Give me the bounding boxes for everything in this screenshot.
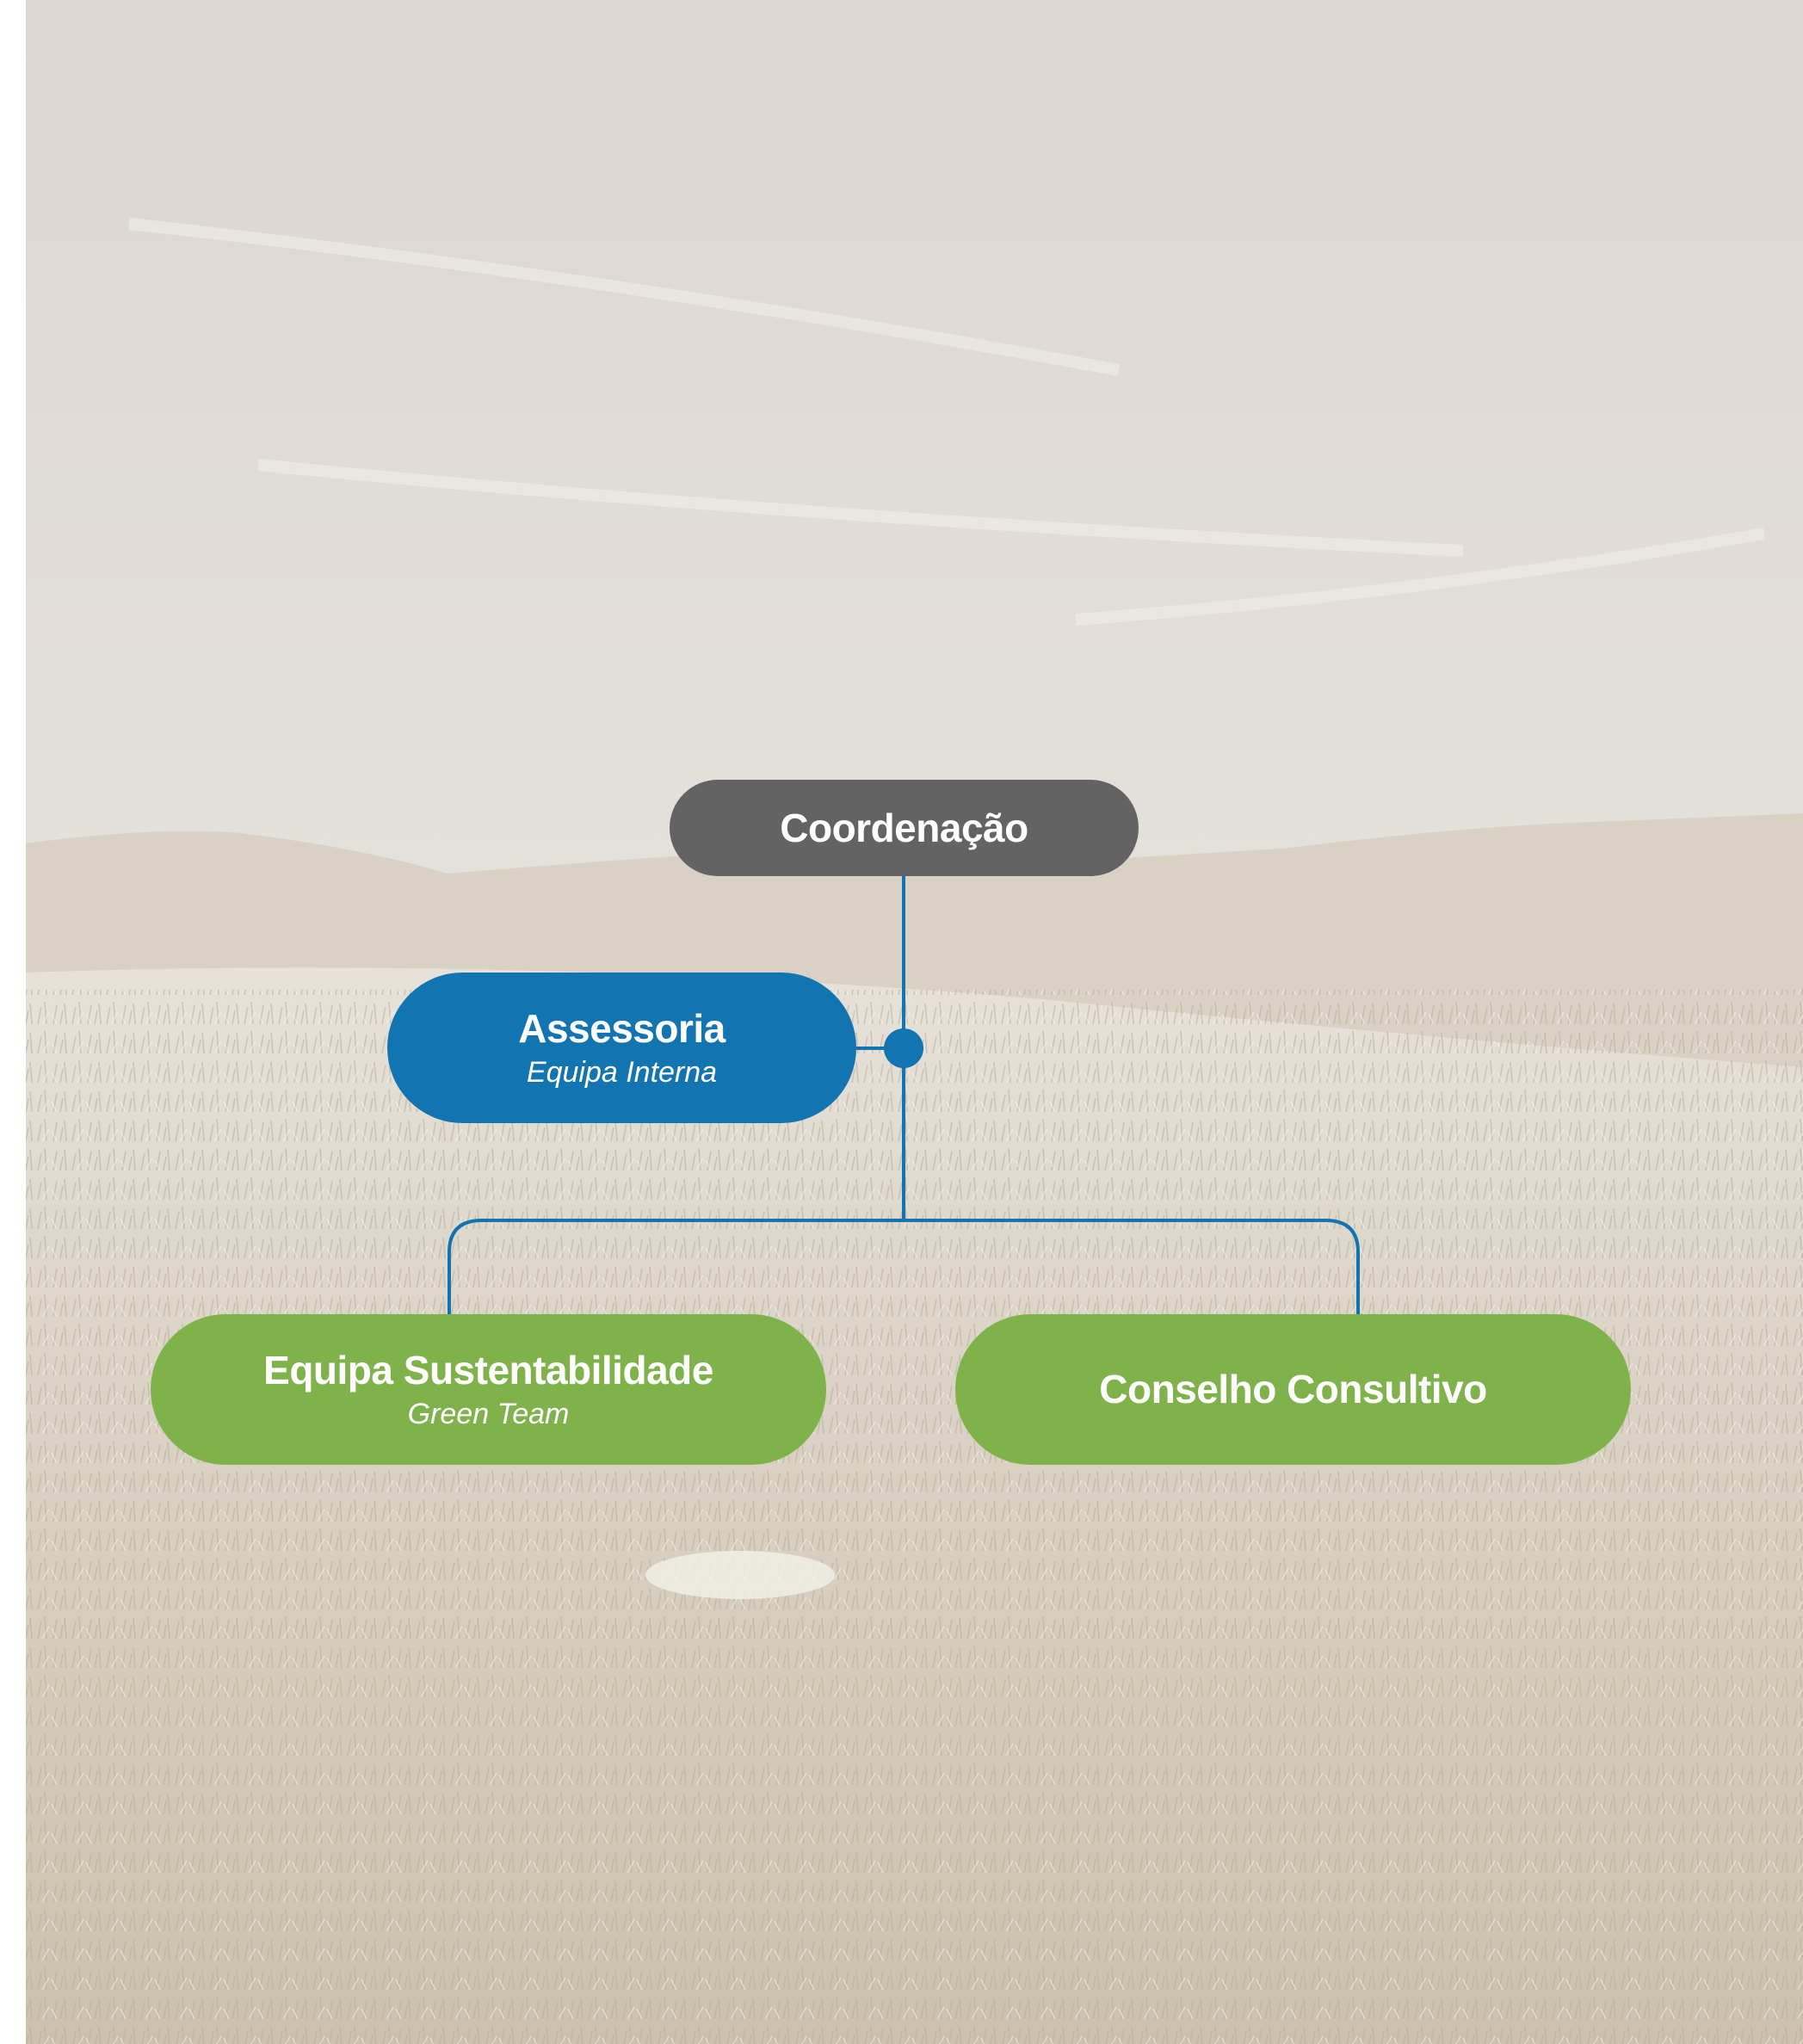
node-assessoria: Assessoria Equipa Interna xyxy=(387,973,856,1123)
node-coordenacao: Coordenação xyxy=(670,780,1139,876)
node-conselho-title: Conselho Consultivo xyxy=(1099,1367,1487,1412)
node-equipa-sustentabilidade: Equipa Sustentabilidade Green Team xyxy=(151,1314,826,1465)
node-assessoria-title: Assessoria xyxy=(518,1005,726,1051)
node-assessoria-subtitle: Equipa Interna xyxy=(526,1056,718,1090)
node-sustentabilidade-title: Equipa Sustentabilidade xyxy=(263,1347,713,1393)
node-sustentabilidade-subtitle: Green Team xyxy=(407,1398,570,1431)
node-conselho-consultivo: Conselho Consultivo xyxy=(955,1314,1631,1465)
node-coordenacao-title: Coordenação xyxy=(780,805,1028,850)
